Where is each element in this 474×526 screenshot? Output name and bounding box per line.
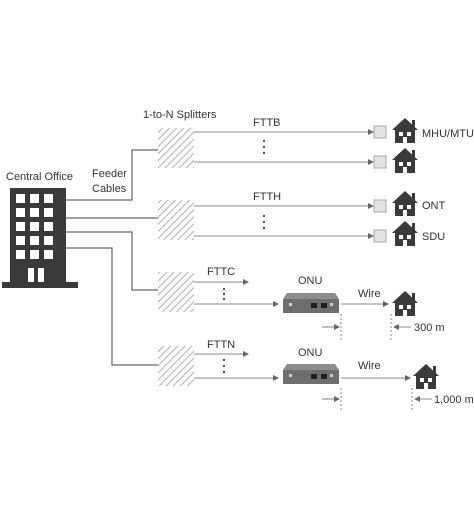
fttn-label: FTTN: [207, 339, 235, 351]
building-window: [44, 250, 53, 259]
ont-box-icon: [373, 199, 387, 213]
building-window: [16, 250, 25, 259]
building-window: [16, 222, 25, 231]
ont-box-icon: [373, 125, 387, 139]
house-icon: [413, 364, 439, 389]
distance-label-300: 300 m: [414, 322, 445, 334]
building-window: [44, 222, 53, 231]
onu-device-icon: [283, 364, 339, 384]
splitters-label: 1-to-N Splitters: [143, 109, 217, 121]
ont-label: ONT: [422, 200, 446, 212]
building-window: [30, 250, 39, 259]
building-window: [44, 208, 53, 217]
onu-label: ONU: [298, 347, 323, 359]
central-office-label: Central Office: [6, 171, 73, 183]
building-base: [2, 282, 78, 288]
building-window: [44, 236, 53, 245]
building-window: [16, 194, 25, 203]
house-icon: [392, 191, 418, 216]
splitter-icon: [158, 272, 194, 312]
onu-label: ONU: [298, 275, 323, 287]
building-window: [30, 194, 39, 203]
ftth-label: FTTH: [253, 191, 281, 203]
house-icon: [392, 148, 418, 173]
branch-lines: [194, 129, 374, 381]
building-window: [30, 236, 39, 245]
splitter-icon: [158, 200, 194, 240]
fttc-label: FTTC: [207, 266, 235, 278]
building-windows: [16, 194, 53, 259]
ont-box-icon: [373, 155, 387, 169]
building-door: [28, 268, 34, 282]
sdu-label: SDU: [422, 231, 445, 243]
ont-box-icon: [373, 229, 387, 243]
wire-label: Wire: [358, 288, 381, 300]
building-window: [16, 236, 25, 245]
building-window: [16, 208, 25, 217]
building-window: [30, 222, 39, 231]
onu-device-icon: [283, 293, 339, 313]
splitter-icon: [158, 346, 194, 386]
wire-label: Wire: [358, 360, 381, 372]
building-door: [38, 268, 44, 282]
distance-label-1000: 1,000 m: [434, 394, 474, 406]
building-window: [44, 194, 53, 203]
house-icon: [392, 291, 418, 316]
central-office-building: [2, 188, 78, 288]
feeder-label-line2: Cables: [92, 183, 127, 195]
ont-boxes: [373, 125, 387, 243]
distance-markers: [322, 314, 432, 412]
house-icon: [392, 118, 418, 143]
house-icon: [392, 221, 418, 246]
mhu-mtu-label: MHU/MTU: [422, 128, 474, 140]
splitter-icon: [158, 128, 194, 168]
feeder-cables: [66, 149, 158, 366]
wire-lines: [341, 301, 411, 381]
fttb-label: FTTB: [253, 117, 281, 129]
ellipsis-dots: [222, 139, 266, 374]
building-window: [30, 208, 39, 217]
feeder-label-line1: Feeder: [92, 168, 127, 180]
